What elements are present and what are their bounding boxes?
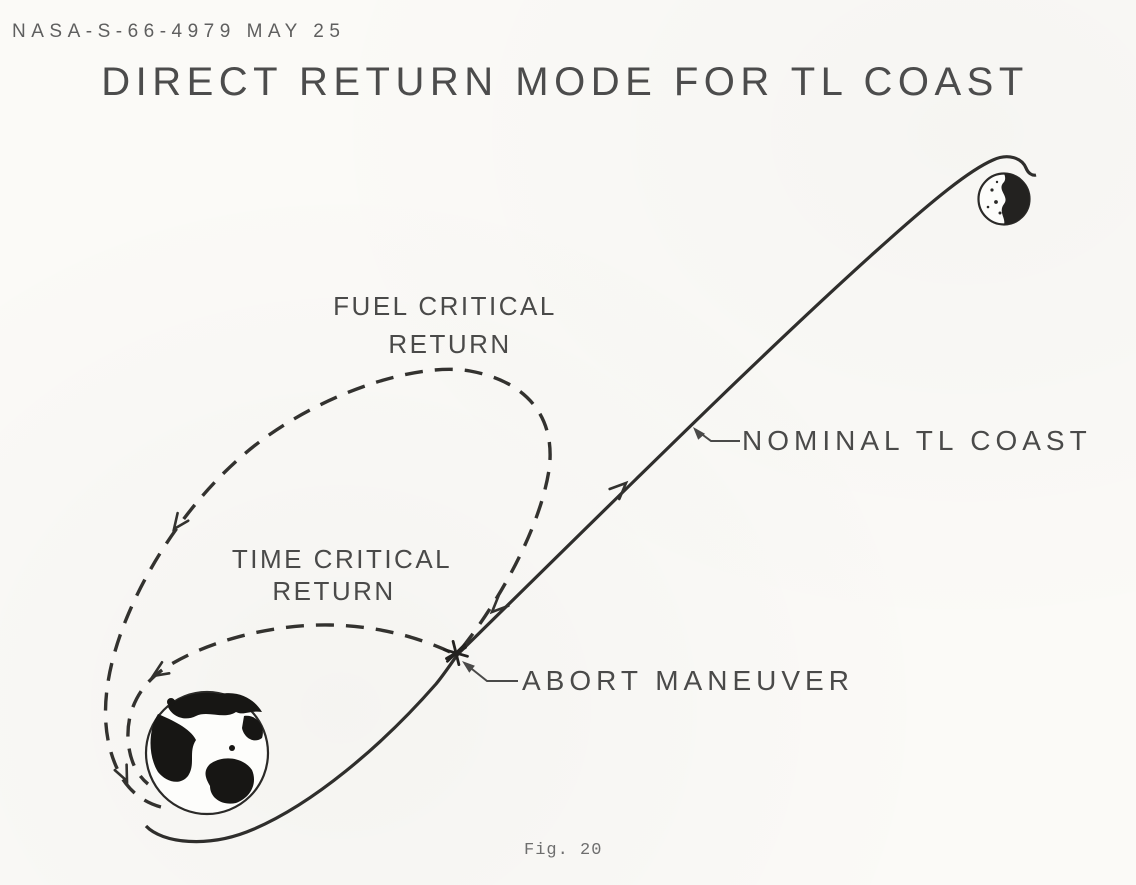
earth-landmass-east	[242, 715, 263, 741]
fuel-critical-arrival-arrow	[113, 763, 129, 784]
fuel-critical-dashed-path	[103, 367, 552, 811]
moon-crater-dot	[995, 180, 999, 184]
fuel-critical-direction-arrow	[172, 511, 190, 532]
earth-icon	[144, 690, 270, 816]
moon-crater-dot	[986, 205, 990, 209]
moon-crater-dot	[998, 211, 1002, 215]
nominal-trajectory-path	[144, 155, 1037, 844]
moon-crater-dot	[990, 188, 994, 192]
time-critical-dashed-path	[126, 623, 451, 786]
fuel-critical-return-orbit	[103, 367, 552, 811]
time-critical-return-label-line1: TIME CRITICAL	[232, 544, 452, 574]
nominal-label-leader	[693, 427, 740, 442]
fuel-critical-return-label-line2: RETURN	[388, 329, 511, 359]
fuel-critical-return-label-line1: FUEL CRITICAL	[333, 291, 557, 321]
leader-arrowhead	[462, 661, 475, 673]
leader-arrowhead	[693, 427, 705, 440]
nominal-tl-coast-label: NOMINAL TL COAST	[742, 425, 1092, 456]
abort-maneuver-label: ABORT MANEUVER	[522, 665, 854, 696]
return-direction-arrow	[489, 594, 510, 615]
moon-dark-side	[1001, 173, 1030, 225]
document-id-label: NASA-S-66-4979 MAY 25	[12, 21, 345, 42]
earth-island-speck	[167, 698, 175, 706]
earth-landmass-north	[168, 692, 262, 719]
time-critical-return-orbit	[126, 623, 451, 786]
outbound-direction-arrow	[608, 480, 629, 501]
figure-title: DIRECT RETURN MODE FOR TL COAST	[101, 60, 1029, 104]
earth-island-speck	[229, 745, 235, 751]
moon-icon	[977, 172, 1031, 226]
moon-crater-dot	[994, 200, 998, 204]
nominal-tl-coast-trajectory	[144, 155, 1037, 844]
earth-landmass-south	[205, 758, 255, 804]
time-critical-direction-arrow	[150, 660, 171, 678]
abort-label-leader	[462, 661, 518, 682]
earth-landmass-west	[150, 714, 196, 782]
abort-maneuver-star-icon	[443, 640, 469, 666]
figure-caption: Fig. 20	[524, 841, 602, 860]
time-critical-return-label-line2: RETURN	[272, 576, 395, 606]
